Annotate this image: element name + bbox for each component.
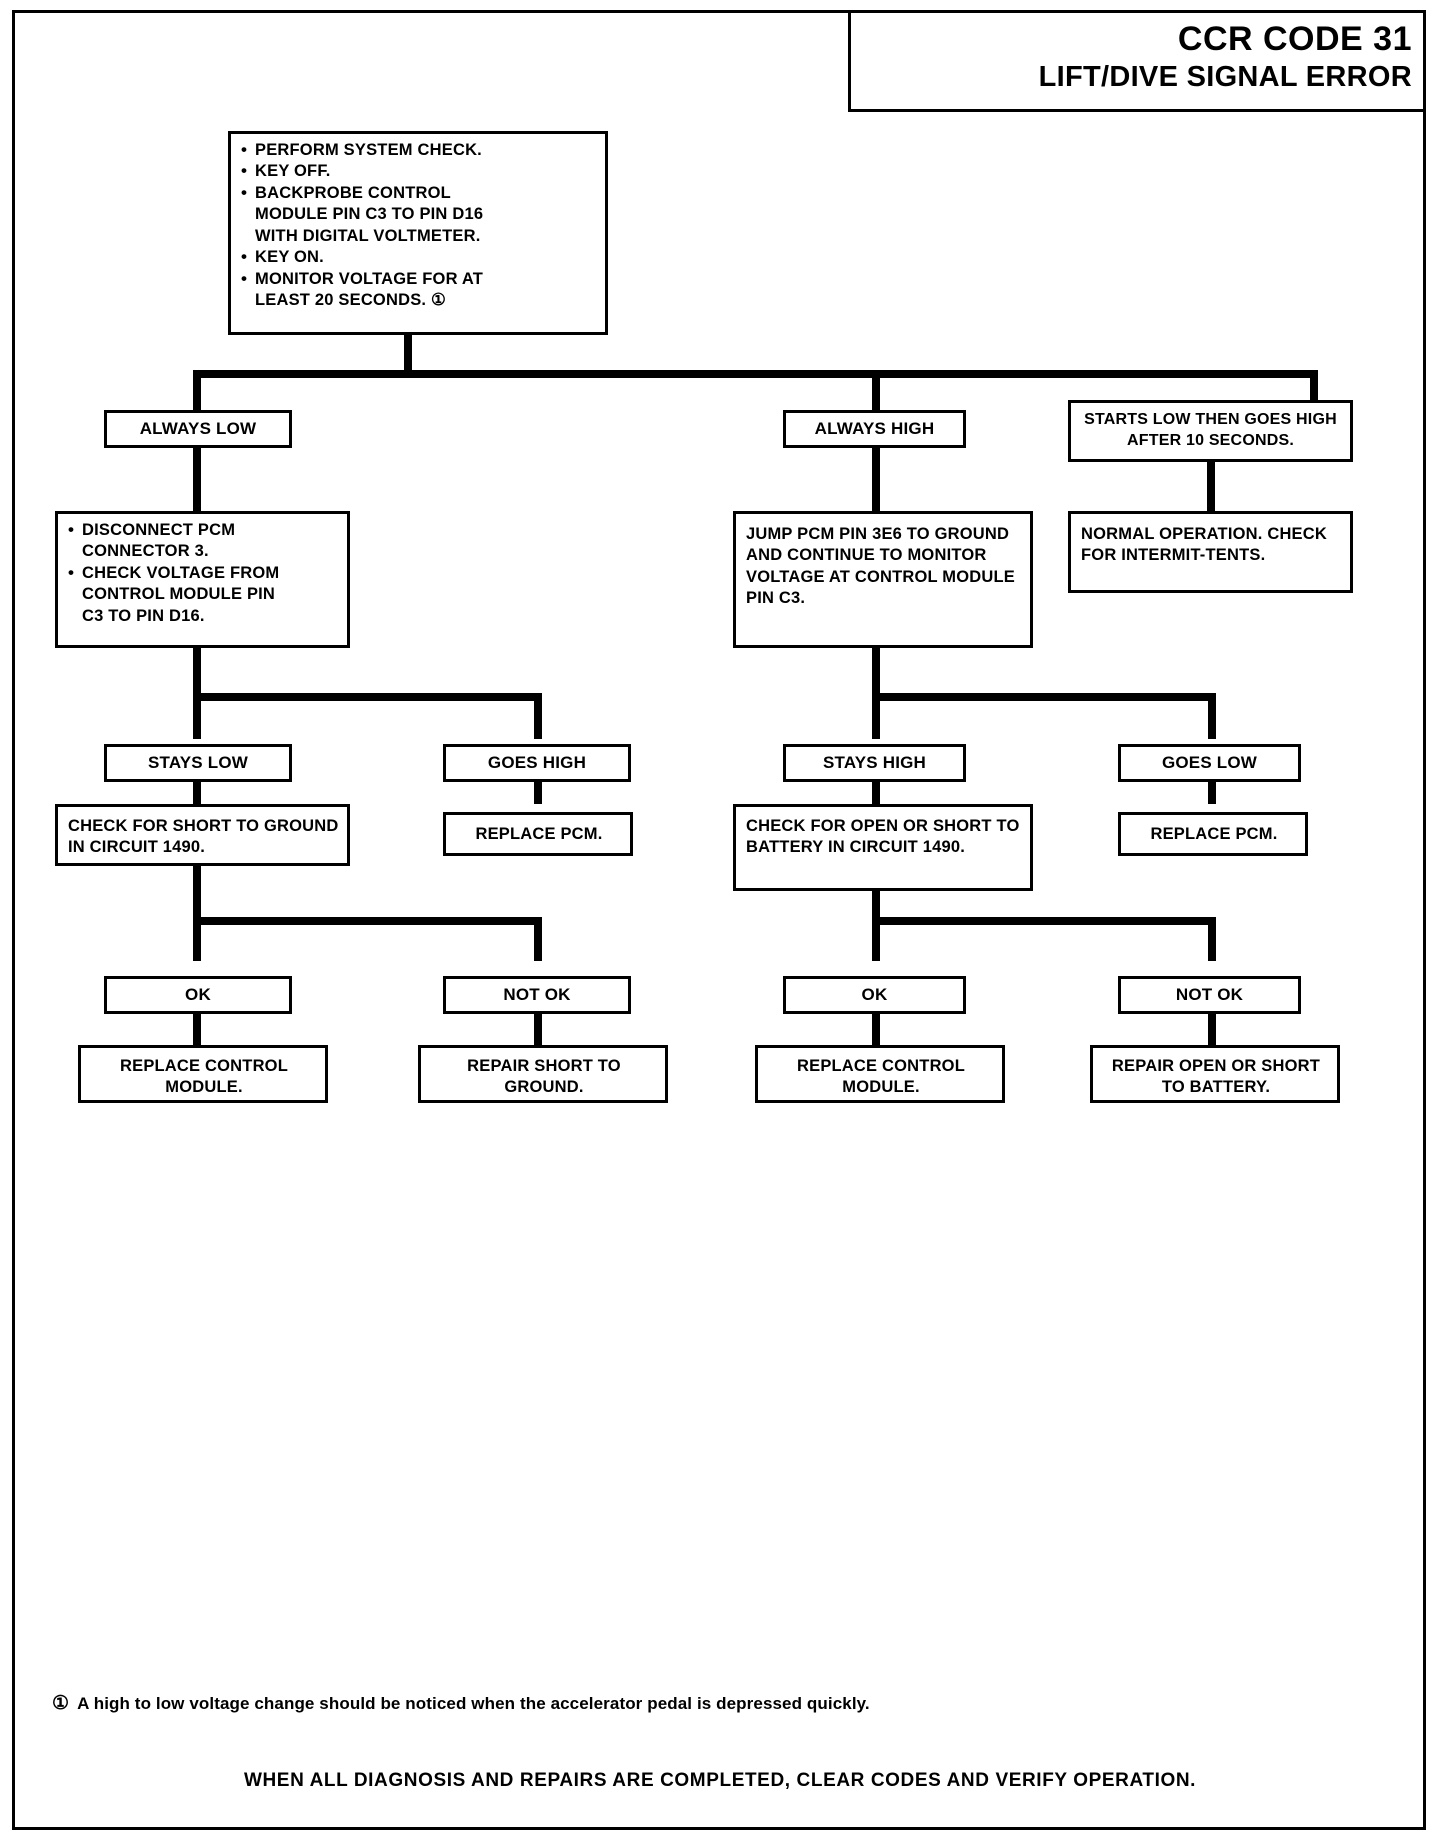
node-starts-low-then-goes-high: STARTS LOW THEN GOES HIGH AFTER 10 SECON… — [1068, 400, 1353, 462]
mid-action-text: JUMP PCM PIN 3E6 TO GROUND AND CONTINUE … — [746, 525, 1015, 608]
left-action-line-1: DISCONNECT PCM — [82, 521, 236, 539]
node-stays-low: STAYS LOW — [104, 744, 292, 782]
connector-check-left-down — [193, 866, 201, 920]
node-always-low: ALWAYS LOW — [104, 410, 292, 448]
node-normal-operation: NORMAL OPERATION. CHECK FOR INTERMIT-TEN… — [1068, 511, 1353, 593]
connector-left-split-to-stays-low — [193, 693, 201, 739]
left-action-line-3: CHECK VOLTAGE FROM — [82, 563, 280, 582]
connector-mid-action-down — [872, 648, 880, 696]
left-action-line-2: CONNECTOR 3. — [82, 542, 209, 561]
left-action-line-5: C3 TO PIN D16. — [82, 606, 205, 625]
connector-right-bus-to-not-ok — [1208, 917, 1216, 961]
node-repair-short-to-ground: REPAIR SHORT TO GROUND. — [418, 1045, 668, 1103]
left-action-line-4: CONTROL MODULE PIN — [82, 585, 276, 604]
start-item-5: KEY ON. — [255, 248, 324, 267]
connector-left-split-bus — [193, 693, 542, 701]
page-title: CCR CODE 31 — [1177, 20, 1412, 58]
connector-right-split-to-stays-high — [872, 693, 880, 739]
connector-right-split-to-goes-low — [1208, 693, 1216, 739]
node-stays-high: STAYS HIGH — [783, 744, 966, 782]
title-block: CCR CODE 31 LIFT/DIVE SIGNAL ERROR — [848, 10, 1426, 112]
connector-ok-left-down — [193, 1014, 201, 1045]
connector-stays-low-down — [193, 782, 201, 804]
connector-left-bus-to-ok — [193, 917, 201, 961]
connector-left-action-down — [193, 648, 201, 696]
node-replace-pcm-right: REPLACE PCM. — [1118, 812, 1308, 856]
connector-not-ok-right-down — [1208, 1014, 1216, 1045]
node-not-ok-right: NOT OK — [1118, 976, 1301, 1014]
connector-not-ok-left-down — [534, 1014, 542, 1045]
node-replace-control-module-right: REPLACE CONTROL MODULE. — [755, 1045, 1005, 1103]
replace-pcm-right-text: REPLACE PCM. — [1150, 825, 1278, 843]
connector-right-bus-to-ok — [872, 917, 880, 961]
replace-pcm-left-text: REPLACE PCM. — [475, 825, 603, 843]
node-always-high: ALWAYS HIGH — [783, 410, 966, 448]
footnote: ① A high to low voltage change should be … — [52, 1692, 1292, 1715]
page-border — [12, 10, 1426, 1830]
repair-short-ground-text: REPAIR SHORT TO GROUND. — [467, 1057, 621, 1097]
start-item-0: PERFORM SYSTEM CHECK. — [255, 141, 482, 159]
node-left-action: DISCONNECT PCM CONNECTOR 3. CHECK VOLTAG… — [55, 511, 350, 648]
node-goes-high: GOES HIGH — [443, 744, 631, 782]
connector-right-split-bus — [872, 693, 1216, 701]
footnote-text: A high to low voltage change should be n… — [77, 1694, 870, 1713]
connector-starts-low-down — [1207, 462, 1215, 511]
connector-stays-high-down — [872, 782, 880, 804]
replace-control-module-left-text: REPLACE CONTROL MODULE. — [120, 1057, 288, 1097]
connector-left-bus-to-not-ok — [534, 917, 542, 961]
connector-goes-low-down — [1208, 782, 1216, 804]
node-starts-low-label: STARTS LOW THEN GOES HIGH AFTER 10 SECON… — [1084, 411, 1337, 449]
start-item-2: BACKPROBE CONTROL — [255, 183, 451, 202]
node-goes-low: GOES LOW — [1118, 744, 1301, 782]
start-item-6: MONITOR VOLTAGE FOR AT — [255, 269, 484, 288]
check-open-short-batt-text: CHECK FOR OPEN OR SHORT TO BATTERY IN CI… — [746, 817, 1020, 857]
connector-bus-to-always-low — [193, 370, 201, 414]
node-check-open-or-short-to-battery: CHECK FOR OPEN OR SHORT TO BATTERY IN CI… — [733, 804, 1033, 891]
node-ok-left: OK — [104, 976, 292, 1014]
replace-control-module-right-text: REPLACE CONTROL MODULE. — [797, 1057, 965, 1097]
connector-bus-to-always-high — [872, 370, 880, 414]
connector-right-ok-bus — [872, 917, 1216, 925]
node-replace-control-module-left: REPLACE CONTROL MODULE. — [78, 1045, 328, 1103]
start-item-4: WITH DIGITAL VOLTMETER. — [255, 226, 481, 245]
connector-always-high-down — [872, 448, 880, 511]
node-mid-action: JUMP PCM PIN 3E6 TO GROUND AND CONTINUE … — [733, 511, 1033, 648]
start-item-7: LEAST 20 SECONDS. ① — [255, 291, 446, 310]
normal-operation-text: NORMAL OPERATION. CHECK FOR INTERMIT-TEN… — [1081, 525, 1327, 565]
node-repair-open-or-short-to-battery: REPAIR OPEN OR SHORT TO BATTERY. — [1090, 1045, 1340, 1103]
node-not-ok-left: NOT OK — [443, 976, 631, 1014]
node-replace-pcm-left: REPLACE PCM. — [443, 812, 633, 856]
check-short-ground-text: CHECK FOR SHORT TO GROUND IN CIRCUIT 149… — [68, 817, 339, 857]
bottom-banner: WHEN ALL DIAGNOSIS AND REPAIRS ARE COMPL… — [243, 1770, 1197, 1791]
connector-left-split-to-goes-high — [534, 693, 542, 739]
connector-check-right-down — [872, 891, 880, 920]
node-check-short-to-ground: CHECK FOR SHORT TO GROUND IN CIRCUIT 149… — [55, 804, 350, 866]
connector-start-down — [404, 335, 412, 373]
node-ok-right: OK — [783, 976, 966, 1014]
page-subtitle: LIFT/DIVE SIGNAL ERROR — [1038, 61, 1412, 94]
connector-ok-right-down — [872, 1014, 880, 1045]
start-item-1: KEY OFF. — [255, 162, 331, 181]
connector-left-ok-bus — [193, 917, 542, 925]
connector-main-bus — [193, 370, 1318, 378]
footnote-marker-icon: ① — [52, 1693, 70, 1714]
connector-bus-to-starts-low — [1310, 370, 1318, 400]
repair-open-short-batt-text: REPAIR OPEN OR SHORT TO BATTERY. — [1111, 1057, 1321, 1097]
connector-goes-high-down — [534, 782, 542, 804]
start-item-3: MODULE PIN C3 TO PIN D16 — [255, 205, 484, 224]
connector-always-low-down — [193, 448, 201, 511]
node-start: PERFORM SYSTEM CHECK. KEY OFF. BACKPROBE… — [228, 131, 608, 335]
